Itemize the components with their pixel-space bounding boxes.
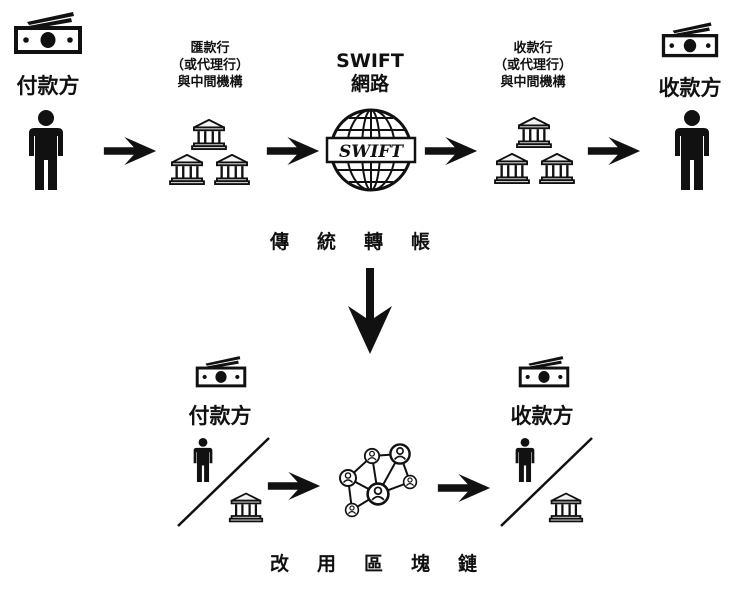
swift-globe-icon: SWIFT <box>325 108 417 192</box>
payee-label: 收款方 <box>510 404 574 428</box>
remit-bank-line-2: （或代理行） <box>170 58 249 73</box>
right-arrow-icon <box>266 472 322 500</box>
payer-label: 付款方 <box>188 404 252 428</box>
down-arrow-icon <box>348 268 392 354</box>
person-icon <box>672 108 712 192</box>
right-arrow-icon <box>586 137 642 165</box>
bank-building-icon <box>538 152 576 184</box>
bank-building-icon <box>548 490 584 524</box>
banknote-icon <box>13 10 83 54</box>
bank-building-icon <box>213 153 251 185</box>
swift-network-label: SWIFT 網路 <box>320 50 420 96</box>
receive-bank-line-1: 收款行 <box>513 41 553 56</box>
blockchain-caption: 改用區塊鏈 <box>270 553 506 575</box>
bank-building-icon <box>493 152 531 184</box>
remit-bank-line-1: 匯款行 <box>190 41 230 56</box>
receive-bank-label: 收款行 （或代理行） 與中間機構 <box>473 40 593 91</box>
blockchain-network-icon <box>339 443 418 518</box>
banknote-icon <box>195 353 247 389</box>
remit-bank-line-3: 與中間機構 <box>177 75 243 90</box>
receive-bank-line-2: （或代理行） <box>493 58 572 73</box>
remit-bank-label: 匯款行 （或代理行） 與中間機構 <box>150 40 270 91</box>
swift-title-line-1: SWIFT <box>336 50 404 72</box>
person-icon <box>26 108 66 192</box>
swift-title-line-2: 網路 <box>350 73 389 95</box>
traditional-caption: 傳統轉帳 <box>270 231 459 253</box>
bank-building-icon <box>228 490 264 524</box>
bank-building-icon <box>168 153 206 185</box>
bank-building-icon <box>190 118 228 150</box>
divider-slash <box>177 437 270 527</box>
right-arrow-icon <box>265 137 321 165</box>
receive-bank-line-3: 與中間機構 <box>500 75 566 90</box>
payer-label: 付款方 <box>16 74 80 98</box>
right-arrow-icon <box>102 137 158 165</box>
banknote-icon <box>661 20 719 58</box>
network-nodes <box>339 443 418 518</box>
divider-slash <box>500 437 593 527</box>
swift-logo-text: SWIFT <box>339 142 404 162</box>
bank-building-icon <box>515 116 553 148</box>
payee-label: 收款方 <box>658 76 722 100</box>
right-arrow-icon <box>436 474 492 502</box>
right-arrow-icon <box>423 137 479 165</box>
banknote-icon <box>518 353 570 389</box>
